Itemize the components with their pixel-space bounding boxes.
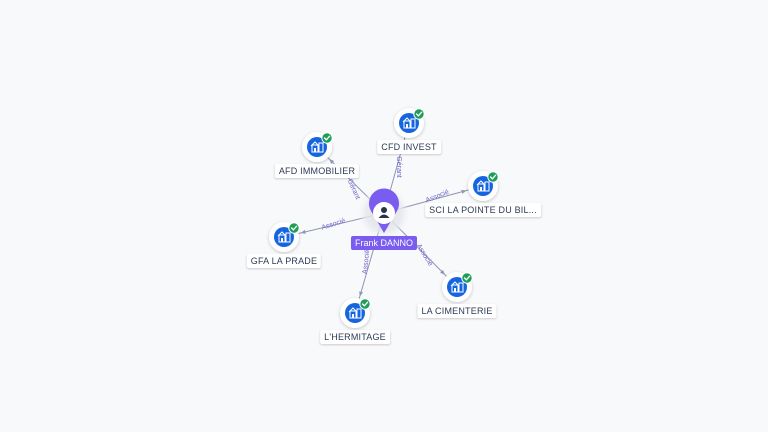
- building-icon: [277, 231, 291, 243]
- building-icon: [402, 117, 416, 129]
- company-label-herm[interactable]: L'HERMITAGE: [320, 330, 390, 344]
- edge-arrow: [440, 269, 446, 275]
- company-node-sci[interactable]: [468, 171, 499, 201]
- edge-relation-label: Associé: [415, 243, 434, 268]
- verified-check-icon: [321, 132, 333, 144]
- company-node-cim[interactable]: [442, 272, 473, 302]
- verified-check-icon: [487, 171, 499, 183]
- company-label-cfd[interactable]: CFD INVEST: [377, 140, 441, 154]
- verified-check-icon: [288, 222, 300, 234]
- center-person-node[interactable]: [358, 187, 410, 239]
- edge-relation-label: Associé: [321, 217, 347, 231]
- verified-check-icon: [461, 272, 473, 284]
- company-node-cfd[interactable]: [394, 108, 425, 138]
- edge-relation-label: Associé: [362, 249, 372, 274]
- edge-relation-label: Gérant: [346, 178, 361, 200]
- verified-check-icon: [413, 108, 425, 120]
- person-icon: [378, 207, 390, 218]
- edge-arrow: [461, 189, 467, 194]
- center-person-label[interactable]: Frank DANNO: [350, 236, 418, 250]
- edge-arrow: [329, 158, 335, 164]
- verified-check-icon: [359, 298, 371, 310]
- building-icon: [348, 307, 362, 319]
- company-label-cim[interactable]: LA CIMENTERIE: [417, 304, 497, 318]
- company-label-sci[interactable]: SCI LA POINTE DU BIL...: [425, 203, 541, 217]
- edge-relation-label: Gérant: [395, 156, 402, 177]
- company-node-afd[interactable]: [302, 132, 333, 162]
- company-label-gfa[interactable]: GFA LA PRADE: [246, 254, 322, 268]
- building-icon: [450, 281, 464, 293]
- nodes-layer: [269, 108, 499, 328]
- company-node-gfa[interactable]: [269, 222, 300, 252]
- building-icon: [310, 141, 324, 153]
- edge-arrow: [300, 229, 306, 234]
- company-label-afd[interactable]: AFD IMMOBILIER: [274, 164, 360, 178]
- edge-arrow: [359, 291, 364, 297]
- company-node-herm[interactable]: [340, 298, 371, 328]
- building-icon: [476, 180, 490, 192]
